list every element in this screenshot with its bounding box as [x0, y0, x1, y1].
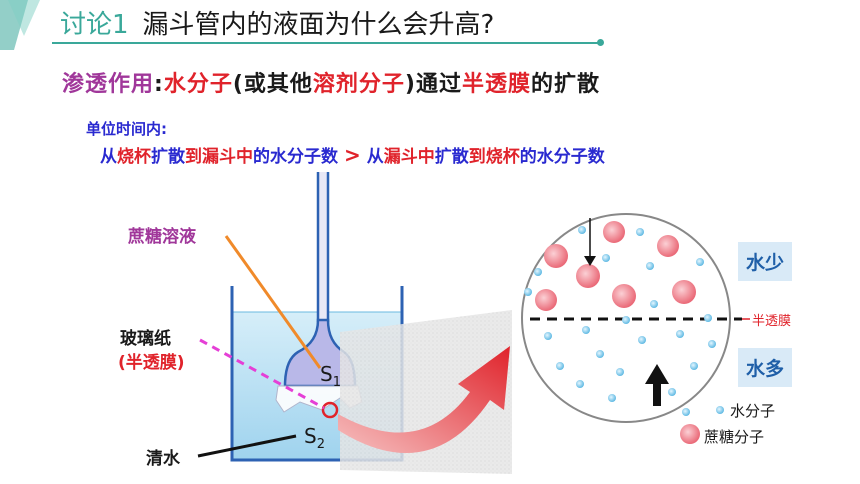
magnified-membrane-label: 半透膜 — [752, 314, 792, 329]
cmp-c6: 的水分子数 — [253, 147, 338, 167]
unit-time-label: 单位时间内: — [86, 120, 167, 138]
def-term: 渗透作用 — [62, 72, 155, 97]
title-prefix: 讨论1 — [60, 10, 129, 40]
cmp-c2: 烧杯 — [117, 147, 151, 167]
legend-water-marker — [716, 406, 724, 414]
water-molecule — [638, 336, 646, 344]
def-part4: )通过 — [404, 72, 462, 97]
cmp-c12: 的水分子数 — [519, 147, 605, 167]
water-molecule — [596, 350, 604, 358]
corner-decoration — [0, 0, 40, 50]
zoom-arrow — [338, 346, 510, 454]
s2-subscript: 2 — [316, 437, 325, 452]
cmp-c8: 漏斗中 — [383, 147, 435, 167]
membrane-pointer — [199, 338, 325, 410]
s2-letter: S — [304, 424, 317, 448]
def-colon: : — [154, 72, 164, 97]
sucrose-molecule — [535, 289, 557, 311]
water-molecule — [650, 300, 658, 308]
def-part5: 半透膜 — [461, 72, 531, 97]
title-underline — [52, 42, 600, 44]
cmp-c9: 扩散 — [434, 147, 469, 167]
osmosis-definition: 渗透作用:水分子(或其他溶剂分子)通过半透膜的扩散 — [62, 66, 600, 98]
water-molecule — [534, 268, 542, 276]
cmp-c7: 从 — [366, 147, 384, 167]
sucrose-molecule — [576, 264, 600, 288]
water-molecule — [602, 254, 610, 262]
sucrose-solution-label: 蔗糖溶液 — [128, 227, 196, 247]
cmp-c4: 到 — [185, 147, 202, 167]
title-dot — [597, 39, 604, 46]
def-part1: 水分子 — [163, 72, 233, 97]
cmp-gt: > — [344, 143, 361, 167]
sucrose-molecule — [544, 244, 568, 268]
water-molecule — [576, 380, 584, 388]
water-molecule — [582, 326, 590, 334]
cmp-c11: 烧杯 — [485, 147, 520, 167]
water-molecule — [578, 226, 586, 234]
water-molecule — [556, 362, 564, 370]
cmp-c10: 到 — [468, 147, 486, 167]
water-molecule — [636, 228, 644, 236]
water-molecule — [704, 314, 712, 322]
water-molecule — [622, 316, 630, 324]
water-molecule — [524, 288, 532, 296]
s2-label: S2 — [304, 424, 325, 452]
less-water-tag: 水少 — [738, 242, 793, 281]
water-molecules — [524, 226, 716, 416]
def-part2: (或其他 — [232, 72, 313, 97]
water-molecule — [696, 258, 704, 266]
water-molecule — [690, 362, 698, 370]
sucrose-molecule — [603, 221, 625, 243]
up-arrow-shaft — [653, 380, 661, 406]
cellophane-label: 玻璃纸 — [120, 329, 171, 349]
water-molecule — [682, 408, 690, 416]
water-molecule — [616, 368, 624, 376]
s1-letter: S — [320, 362, 333, 386]
comparison-statement: 从烧杯扩散到漏斗中的水分子数>从漏斗中扩散到烧杯的水分子数 — [100, 142, 605, 167]
funnel-tube — [318, 172, 328, 322]
water-molecule — [608, 394, 616, 402]
s1-subscript: 1 — [332, 375, 341, 390]
s1-label: S1 — [320, 362, 341, 390]
sucrose-molecule — [612, 284, 636, 308]
zoom-circle — [321, 401, 339, 419]
down-arrow-head — [584, 256, 596, 266]
def-part6: 的扩散 — [531, 72, 601, 97]
cmp-c1: 从 — [100, 147, 117, 167]
sucrose-molecules — [535, 221, 696, 311]
legend-sucrose-marker — [680, 424, 700, 444]
water-pointer — [197, 434, 297, 458]
water-molecule — [676, 330, 684, 338]
water-molecule — [668, 388, 676, 396]
clear-water-label: 清水 — [146, 449, 180, 469]
water-molecule — [544, 332, 552, 340]
semipermeable-label: (半透膜) — [118, 353, 185, 373]
cmp-c3: 扩散 — [151, 147, 185, 167]
sucrose-pointer — [224, 235, 322, 369]
legend-water-label: 水分子 — [730, 402, 776, 420]
title-text: 漏斗管内的液面为什么会升高? — [142, 10, 495, 40]
page-title: 讨论1 漏斗管内的液面为什么会升高? — [60, 4, 494, 41]
def-part3: 溶剂分子 — [312, 72, 405, 97]
up-arrow-head — [645, 364, 669, 384]
sucrose-molecule — [672, 280, 696, 304]
water-molecule — [646, 262, 654, 270]
cmp-c5: 漏斗中 — [202, 147, 253, 167]
legend-sucrose-label: 蔗糖分子 — [704, 428, 765, 446]
more-water-tag: 水多 — [738, 348, 793, 387]
sucrose-molecule — [657, 235, 679, 257]
water-molecule — [708, 340, 716, 348]
